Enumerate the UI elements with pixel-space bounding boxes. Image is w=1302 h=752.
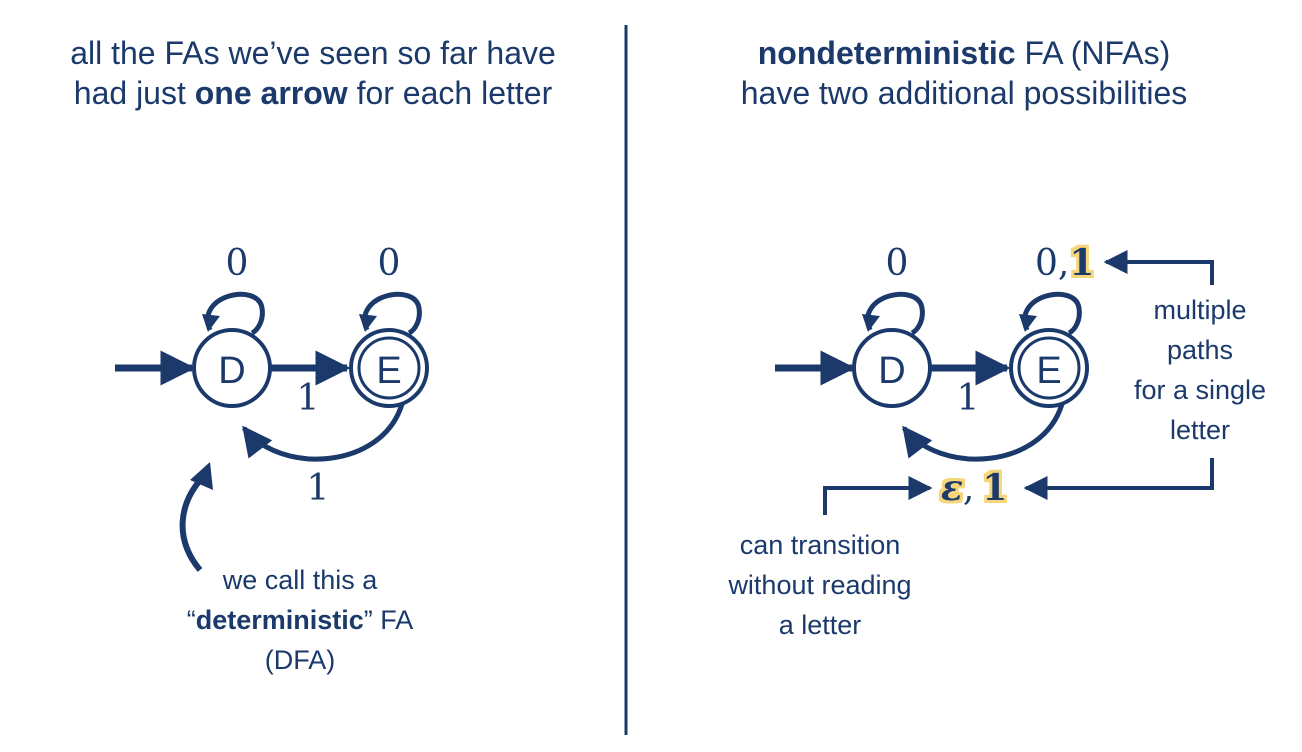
dfa-state-d (192, 328, 272, 408)
dfa-loop-e (362, 291, 422, 336)
nfa-state-d-label: D (878, 350, 905, 392)
multiple-paths-note-line3: for a single (1133, 375, 1267, 405)
nfa-state-d (852, 328, 932, 408)
right-heading-emphasis: nondeterministic (757, 35, 1016, 71)
dfa-note-line3: (DFA) (264, 645, 336, 675)
dfa-state-d-label: D (218, 350, 245, 392)
dfa-label-loop-e: 0 (378, 243, 401, 284)
multiple-paths-note-line2: paths (1166, 335, 1234, 365)
nfa-arrow-e-to-d (902, 403, 1065, 462)
nfa-state-e-inner-ring (1017, 336, 1081, 400)
multiple-paths-note: multiple paths for a single letter (1100, 290, 1300, 450)
epsilon-note-line2: without reading (728, 570, 912, 600)
nfa-loop-e (1022, 291, 1082, 336)
nfa-label-loop-e-plain: 0, (1035, 243, 1069, 284)
epsilon-note-line1: can transition (739, 530, 901, 560)
nfa-label-loop-e-highlight: 1 (1069, 242, 1094, 284)
left-heading-line1: all the FAs we’ve seen so far have (70, 35, 556, 71)
nfa-label-e-to-d-one: 1 (982, 467, 1007, 509)
nfa-label-e-to-d-comma: , (963, 468, 974, 509)
dfa-label-loop-d: 0 (226, 243, 249, 284)
left-heading: all the FAs we’ve seen so far have had j… (0, 33, 626, 113)
dfa-note-close-quote: ” FA (363, 605, 414, 635)
multiple-paths-pointer-bottom (1023, 458, 1214, 500)
nfa-loop-d (865, 291, 925, 336)
dfa-note-line1: we call this a (222, 565, 378, 595)
nfa-label-loop-e: 0,1 (1035, 242, 1094, 284)
dfa-pointer-arrow-head (190, 462, 213, 490)
dfa-loop-d (205, 291, 265, 336)
left-heading-line2-post: for each letter (347, 75, 553, 111)
dfa-pointer-arrow (179, 476, 205, 572)
nfa-loop-d-head (862, 314, 880, 332)
multiple-paths-note-line1: multiple (1153, 295, 1247, 325)
dfa-note-open-quote: “ (186, 605, 196, 635)
nfa-state-e-label: E (1036, 350, 1061, 392)
dfa-loop-e-head (359, 314, 377, 332)
left-heading-emphasis: one arrow (194, 75, 348, 111)
nfa-label-loop-d: 0 (886, 243, 909, 284)
epsilon-note: can transition without reading a letter (670, 525, 970, 645)
right-heading-line1: nondeterministic FA (NFAs) (626, 33, 1302, 73)
left-heading-line2-pre: had just (73, 75, 195, 111)
dfa-state-e (349, 328, 429, 408)
multiple-paths-note-line4: letter (1169, 415, 1231, 445)
epsilon-note-line3: a letter (778, 610, 862, 640)
nfa-diagram: D E 1 0 0,1 ε,1 (775, 242, 1214, 515)
epsilon-note-pointer (823, 476, 933, 515)
dfa-loop-d-head (202, 314, 220, 332)
dfa-label-e-to-d: 1 (307, 468, 330, 509)
dfa-state-e-label: E (376, 350, 401, 392)
left-heading-line2: had just one arrow for each letter (0, 73, 626, 113)
right-heading-line1-post: FA (NFAs) (1015, 35, 1171, 71)
nfa-loop-e-head (1019, 314, 1037, 332)
dfa-state-e-inner-ring (357, 336, 421, 400)
dfa-diagram: D E 1 0 0 1 (115, 243, 429, 572)
multiple-paths-pointer-top (1103, 250, 1214, 285)
right-heading-line2: have two additional possibilities (740, 75, 1188, 111)
nfa-state-e (1009, 328, 1089, 408)
dfa-note: we call this a “deterministic” FA (DFA) (150, 560, 450, 680)
dfa-arrow-e-to-d (242, 403, 405, 462)
nfa-label-e-to-d: ε,1 (941, 467, 1007, 509)
dfa-note-line2: “deterministic” FA (150, 600, 450, 640)
right-heading: nondeterministic FA (NFAs) have two addi… (626, 33, 1302, 113)
nfa-label-d-to-e: 1 (957, 378, 980, 419)
dfa-note-emphasis: deterministic (195, 605, 364, 635)
nfa-label-e-to-d-epsilon: ε (941, 467, 963, 509)
dfa-label-d-to-e: 1 (297, 378, 320, 419)
